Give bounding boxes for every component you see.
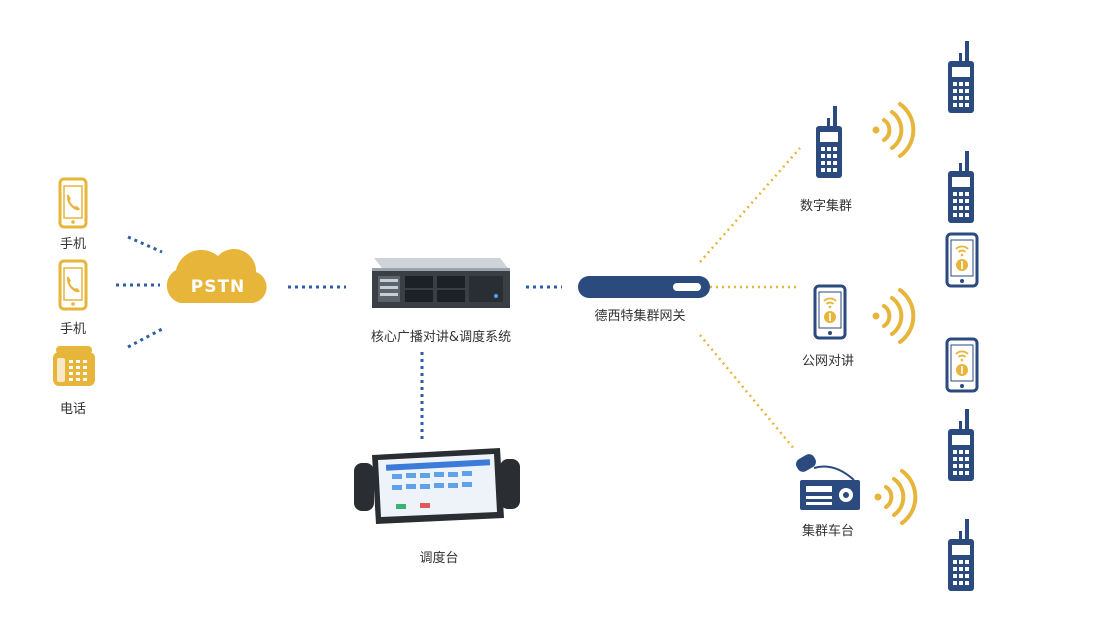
server-label: 核心广播对讲&调度系统 [370, 330, 512, 345]
gateway-icon [578, 276, 710, 298]
branch-label-vehicle-radio: 集群车台 [801, 524, 855, 539]
poc-phone-icon [945, 232, 979, 288]
walkie-talkie-icon [948, 41, 974, 113]
desk-phone-icon [53, 346, 95, 386]
branch-label-public-network-intercom: 公网对讲 [801, 354, 855, 369]
poc-phone-icon [945, 337, 979, 393]
walkie-talkie-icon [816, 106, 842, 178]
mobile-phone-icon [58, 177, 88, 229]
connection-lines [116, 147, 801, 451]
mobile-phone-icon [58, 259, 88, 311]
radio-wave-icon [870, 102, 916, 158]
dispatch-console-icon [354, 448, 520, 524]
left-device-label: 电话 [59, 402, 87, 417]
poc-phone-icon [813, 284, 847, 340]
rack-server-icon [372, 258, 510, 308]
left-device-label: 手机 [59, 237, 87, 252]
walkie-talkie-icon [948, 151, 974, 223]
left-device-label: 手机 [59, 322, 87, 337]
radio-wave-icon [870, 288, 916, 344]
walkie-talkie-icon [948, 409, 974, 481]
walkie-talkie-icon [948, 519, 974, 591]
vehicle-radio-icon [796, 454, 860, 510]
console-label: 调度台 [419, 551, 459, 566]
radio-wave-icon [872, 469, 918, 525]
branch-label-digital-trunking: 数字集群 [799, 199, 853, 214]
pstn-cloud-icon [166, 249, 267, 303]
gateway-label: 德西特集群网关 [594, 309, 686, 324]
pstn-label: PSTN [190, 277, 246, 297]
